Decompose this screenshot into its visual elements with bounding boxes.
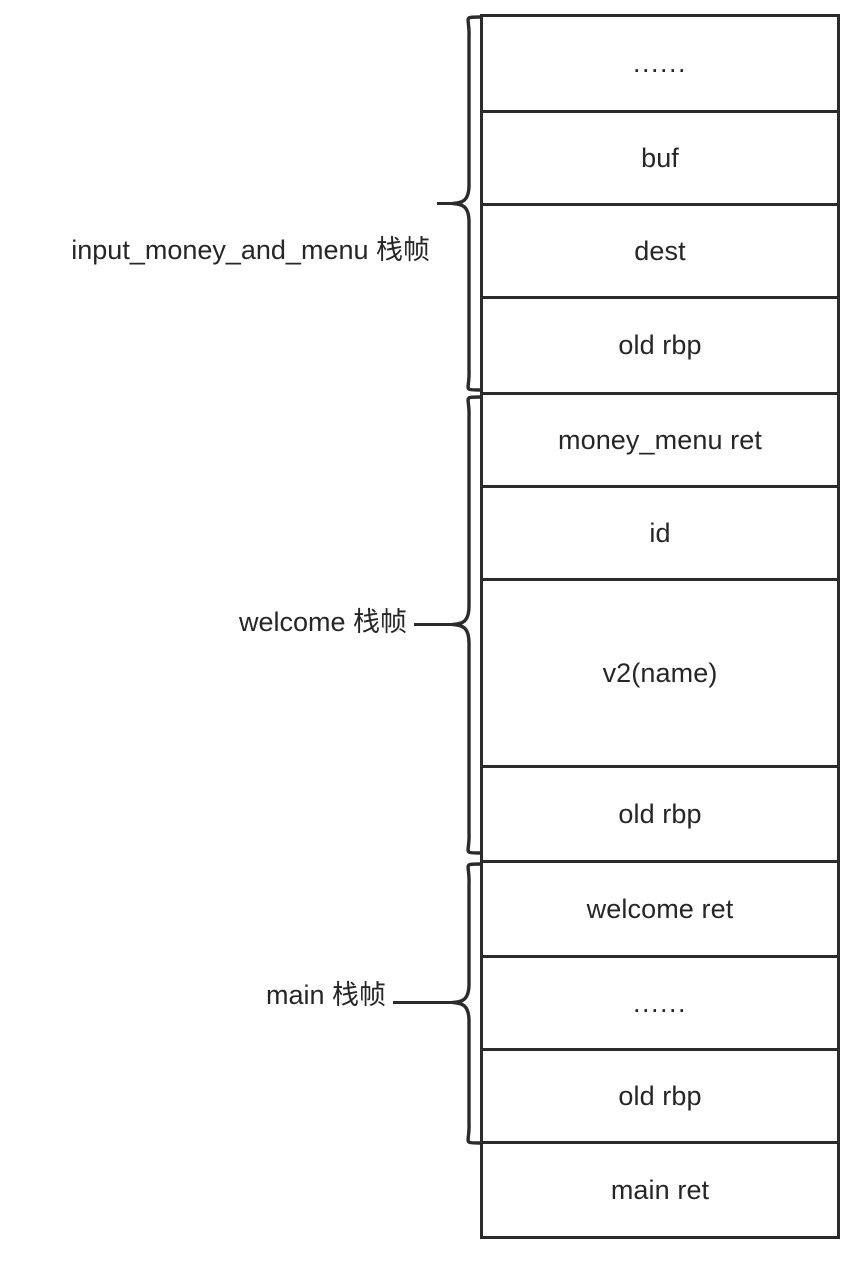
stack-cell-old-rbp-3: old rbp (483, 1051, 837, 1144)
frame-label-welcome: welcome 栈帧 (238, 607, 407, 637)
frame-label-main: main 栈帧 (265, 980, 386, 1010)
stack-cell-old-rbp-2: old rbp (483, 768, 837, 863)
stack-cell-old-rbp-1: old rbp (483, 299, 837, 395)
stack-cell-label: old rbp (618, 330, 702, 360)
brace-tick-main (393, 1001, 453, 1004)
brace-welcome (450, 395, 484, 855)
stack-cell-ellipsis-main: ...... (483, 958, 837, 1051)
stack-cell-buf: buf (483, 113, 837, 206)
stack-cell-label: old rbp (618, 798, 702, 829)
brace-input-money-and-menu (450, 15, 484, 392)
stack-cell-main-ret: main ret (483, 1144, 837, 1236)
stack-column: ...... buf dest old rbp money_menu ret i… (480, 14, 840, 1239)
stack-cell-label: ...... (632, 987, 687, 1018)
stack-cell-welcome-ret: welcome ret (483, 863, 837, 958)
stack-cell-label: old rbp (618, 1080, 702, 1111)
stack-cell-label: buf (641, 142, 679, 173)
stack-cell-label: id (649, 517, 671, 548)
stack-cell-label: dest (634, 235, 686, 266)
stack-cell-label: welcome ret (586, 893, 734, 924)
brace-tick-input-money-and-menu (437, 202, 453, 205)
stack-cell-label: main ret (610, 1174, 710, 1205)
stack-cell-label: v2(name) (602, 657, 718, 688)
stack-cell-id: id (483, 488, 837, 581)
stack-cell-label: money_menu ret (557, 424, 762, 455)
stack-cell-v2-name: v2(name) (483, 581, 837, 768)
stack-cell-ellipsis-top: ...... (483, 17, 837, 113)
frame-label-input-money-and-menu: input_money_and_menu 栈帧 (71, 235, 430, 265)
brace-main (450, 862, 484, 1145)
stack-cell-money-menu-ret: money_menu ret (483, 395, 837, 488)
stack-cell-dest: dest (483, 206, 837, 299)
brace-tick-welcome (414, 623, 453, 626)
stack-cell-label: ...... (632, 48, 687, 78)
